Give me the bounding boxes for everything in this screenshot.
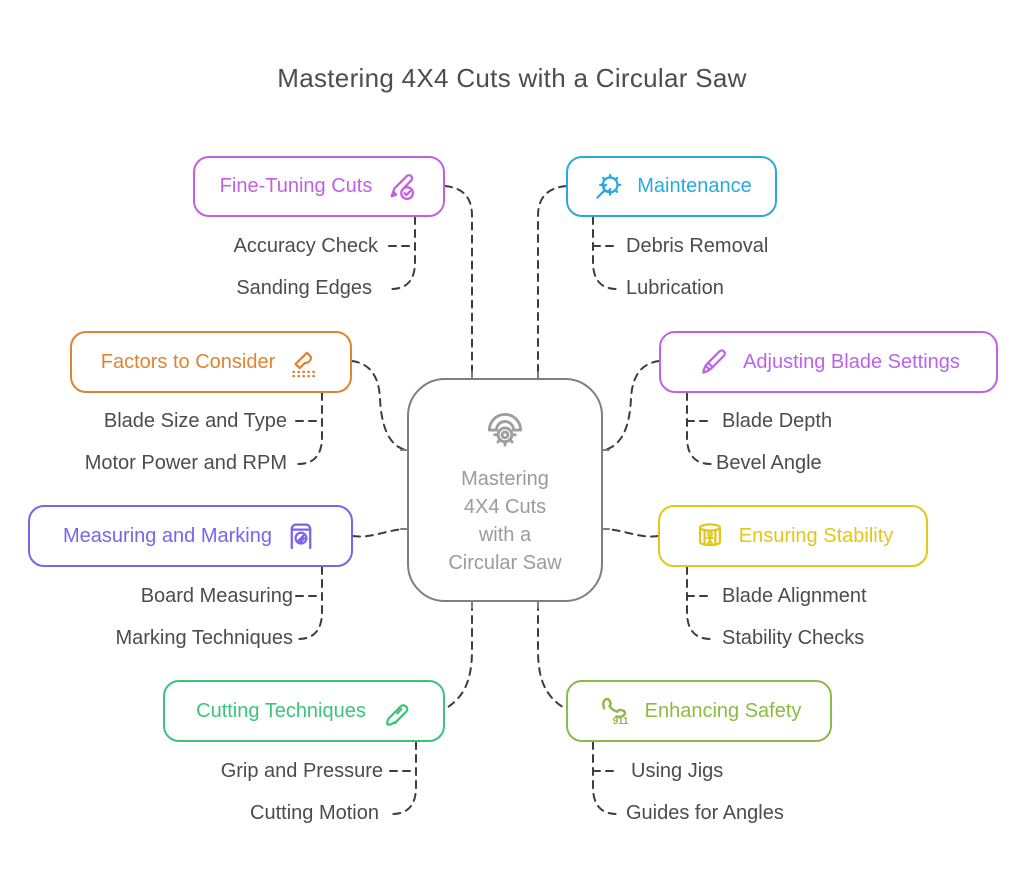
circular-saw-icon [480,404,530,459]
branch-node-factors-to-consider: Factors to Consider [70,331,352,393]
blade-icon [287,345,321,379]
connector-ensuring-to-center [603,528,659,538]
branch-label-enhancing-safety: Enhancing Safety [644,699,802,722]
sub-item-using-jigs: Using Jigs [631,760,724,782]
gear-wrench-icon [591,170,625,204]
connector-cutting-children [391,741,417,815]
sub-item-marking-techniques: Marking Techniques [115,627,293,649]
branch-node-adjusting-blade-settings: Adjusting Blade Settings [659,331,998,393]
connector-maintenance-children [592,216,618,290]
sub-item-motor-power-and-rpm: Motor Power and RPM [84,452,287,474]
connector-center-to-enhancing [537,602,567,710]
sub-item-grip-and-pressure: Grip and Pressure [220,760,383,782]
branch-label-ensuring-stability: Ensuring Stability [738,524,894,547]
branch-label-fine-tuning-cuts: Fine-Tuning Cuts [219,175,373,197]
branch-label-cutting-techniques: Cutting Techniques [196,699,366,722]
scalpel-icon [697,345,731,379]
marker-icon [378,694,412,728]
sub-item-lubrication: Lubrication [626,277,724,299]
sub-item-debris-removal: Debris Removal [626,235,769,257]
connector-measuring-to-center [352,528,407,538]
connector-measuring-children [297,566,323,640]
branch-node-cutting-techniques: Cutting Techniques [163,680,445,742]
branch-label-maintenance: Maintenance [637,175,752,197]
sub-item-guides-for-angles: Guides for Angles [626,802,784,824]
connector-enhancing-children [592,741,618,815]
connector-maintenance-to-center [537,185,567,378]
branch-node-measuring-and-marking: Measuring and Marking [28,505,353,567]
sub-item-accuracy-check: Accuracy Check [233,235,379,257]
icon-badge-911: 911 [612,716,628,727]
connector-center-to-cutting [444,602,473,710]
branch-label-factors-to-consider: Factors to Consider [100,350,276,373]
center-node: Mastering 4X4 Cuts with a Circular Saw [407,378,603,602]
page-title: Mastering 4X4 Cuts with a Circular Saw [277,63,747,93]
connector-factors-to-center [351,360,407,451]
center-label: Mastering 4X4 Cuts with a Circular Saw [448,468,562,574]
sub-item-board-measuring: Board Measuring [140,585,293,607]
sub-item-cutting-motion: Cutting Motion [250,802,379,824]
tape-measure-icon [284,519,318,553]
sub-item-sanding-edges: Sanding Edges [236,277,372,299]
connector-ensuring-children [686,566,712,640]
connector-fine-tuning-children [390,216,416,290]
sub-item-blade-alignment: Blade Alignment [722,585,867,607]
sub-item-stability-checks: Stability Checks [722,627,865,649]
connector-factors-children [297,392,323,465]
branch-label-measuring-and-marking: Measuring and Marking [63,524,272,547]
sub-item-blade-depth: Blade Depth [722,410,833,432]
sub-item-blade-size-and-type: Blade Size and Type [103,410,287,432]
branch-node-enhancing-safety: 911 Enhancing Safety [566,680,832,742]
barrel-icon [693,519,727,553]
connector-adjusting-children [686,392,712,465]
connector-adjusting-to-center [603,360,660,451]
emergency-phone-icon: 911 [597,693,633,729]
branch-node-fine-tuning-cuts: Fine-Tuning Cuts [193,156,445,217]
sub-item-bevel-angle: Bevel Angle [716,452,822,474]
branch-label-adjusting-blade-settings: Adjusting Blade Settings [743,350,960,373]
pencil-check-icon [384,170,418,204]
branch-node-maintenance: Maintenance [566,156,777,217]
branch-node-ensuring-stability: Ensuring Stability [658,505,928,567]
connector-fine-tuning-to-center [444,185,473,378]
